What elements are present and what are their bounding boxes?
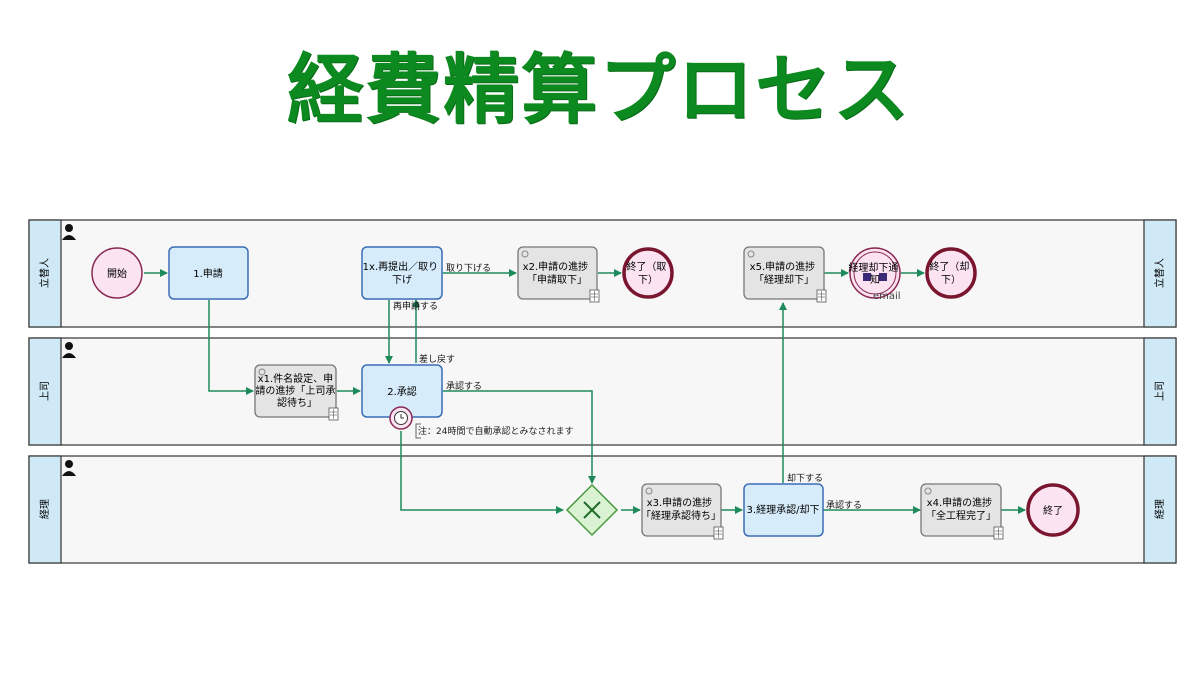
- person-icon: [62, 224, 76, 240]
- edge-label-reject: 却下する: [787, 473, 823, 484]
- gear-icon: [924, 487, 932, 495]
- notify-event[interactable]: 経理却下通 知 email: [848, 247, 901, 302]
- edge-label-withdraw: 取り下げる: [446, 263, 491, 274]
- task-approve-label: 2.承認: [387, 385, 417, 398]
- svg-text:終了（取 下）: 終了（取 下）: [626, 260, 669, 286]
- end-withdraw-line2: 下）: [638, 274, 658, 286]
- script-x2-line1: x2.申請の進捗: [523, 260, 588, 273]
- svg-text:x5.申請の進捗 「経理却下」: x5.申請の進捗 「経理却下」: [750, 260, 819, 286]
- edge-label-acct-approve: 承認する: [826, 499, 862, 511]
- edge-label-approve: 承認する: [446, 380, 482, 392]
- gear-icon: [258, 368, 266, 376]
- edge-label-sendback: 差し戻す: [419, 353, 455, 365]
- gateway-exclusive[interactable]: [565, 483, 619, 537]
- script-x4-line2: 「全工程完了」: [926, 509, 996, 522]
- task-apply-label: 1.申請: [193, 267, 223, 280]
- script-x5[interactable]: x5.申請の進捗 「経理却下」: [743, 246, 827, 303]
- calculator-icon: [713, 526, 724, 540]
- svg-text:1x.再提出／取り 下げ: 1x.再提出／取り 下げ: [363, 260, 442, 286]
- gear-icon: [645, 487, 653, 495]
- gear-icon: [747, 250, 755, 258]
- svg-text:x2.申請の進捗 「申請取下」: x2.申請の進捗 「申請取下」: [523, 260, 592, 286]
- lane-label-left: 経理: [38, 499, 51, 519]
- start-label: 開始: [107, 267, 127, 280]
- flow-approve-gateway: [443, 390, 596, 484]
- svg-text:x3.申請の進捗 「経理承認待ち」: x3.申請の進捗 「経理承認待ち」: [641, 496, 721, 522]
- lane-label-right: 経理: [1153, 499, 1166, 519]
- script-x4[interactable]: x4.申請の進捗 「全工程完了」: [920, 483, 1004, 540]
- task-resubmit-line1: 1x.再提出／取り: [363, 260, 438, 273]
- end-reject-line2: 下）: [941, 274, 961, 286]
- annotation-timer-text: 注：24時間で自動承認とみなされます: [418, 425, 573, 437]
- script-x5-line1: x5.申請の進捗: [750, 260, 815, 273]
- lane-label-right: 立替人: [1153, 258, 1166, 288]
- end-label: 終了: [1043, 504, 1063, 517]
- script-x5-line2: 「経理却下」: [754, 273, 814, 286]
- person-icon: [62, 460, 76, 476]
- calculator-icon: [589, 289, 600, 303]
- end-event-reject[interactable]: 終了（却 下）: [925, 247, 977, 299]
- notify-tag: email: [873, 291, 901, 302]
- task-apply[interactable]: 1.申請: [168, 246, 249, 300]
- lane-boss: 上司 上司: [28, 337, 1177, 446]
- gear-icon: [521, 250, 529, 258]
- end-event[interactable]: 終了: [1026, 483, 1080, 537]
- end-withdraw-line1: 終了（取: [626, 260, 666, 273]
- annotation-timer: 注：24時間で自動承認とみなされます: [415, 423, 573, 439]
- notify-line1: 経理却下通: [848, 261, 898, 274]
- task-resubmit[interactable]: 1x.再提出／取り 下げ: [361, 246, 443, 300]
- calculator-icon: [328, 407, 339, 421]
- script-x2-line2: 「申請取下」: [527, 273, 587, 286]
- envelope-icon: [863, 273, 887, 281]
- script-x1-line2: 請の進捗「上司承: [255, 384, 335, 397]
- person-icon: [62, 342, 76, 358]
- calculator-icon: [816, 289, 827, 303]
- script-x3[interactable]: x3.申請の進捗 「経理承認待ち」: [641, 483, 724, 540]
- task-acct-label: 3.経理承認/却下: [747, 503, 820, 516]
- notify-line2: 知: [870, 273, 880, 286]
- script-x3-line2: 「経理承認待ち」: [641, 509, 721, 522]
- task-acct[interactable]: 3.経理承認/却下: [743, 483, 824, 537]
- script-x1-line3: 認待ち」: [277, 396, 317, 409]
- script-x3-line1: x3.申請の進捗: [647, 496, 712, 509]
- svg-text:x1.件名設定、申 請の進捗「上司承: x1.件名設定、申 請の進捗「上司承 認待ち」: [255, 372, 338, 409]
- svg-text:終了（却 下）: 終了（却 下）: [929, 260, 972, 286]
- svg-text:経理却下通 知: 経理却下通 知: [848, 261, 901, 286]
- calculator-icon: [993, 526, 1004, 540]
- start-event[interactable]: 開始: [91, 247, 143, 299]
- edge-label-reapply: 再申請する: [393, 300, 438, 312]
- task-resubmit-line2: 下げ: [392, 274, 412, 286]
- timer-event[interactable]: [389, 406, 413, 430]
- script-x2[interactable]: x2.申請の進捗 「申請取下」: [517, 246, 600, 303]
- clock-icon: [394, 411, 408, 425]
- end-event-withdraw[interactable]: 終了（取 下）: [622, 247, 674, 299]
- flow-timer-gateway: [400, 431, 564, 514]
- page-title: 経費精算プロセス: [287, 45, 911, 134]
- svg-text:x4.申請の進捗 「全工程完了」: x4.申請の進捗 「全工程完了」: [926, 496, 996, 522]
- script-x1[interactable]: x1.件名設定、申 請の進捗「上司承 認待ち」: [254, 364, 339, 421]
- lane-label-right: 上司: [1154, 381, 1166, 401]
- script-x4-line1: x4.申請の進捗: [927, 496, 992, 509]
- lane-label-left: 上司: [39, 381, 51, 401]
- flow-apply-x1: [208, 300, 254, 395]
- script-x1-line1: x1.件名設定、申: [258, 372, 333, 385]
- end-reject-line1: 終了（却: [929, 260, 969, 273]
- lane-label-left: 立替人: [38, 258, 51, 288]
